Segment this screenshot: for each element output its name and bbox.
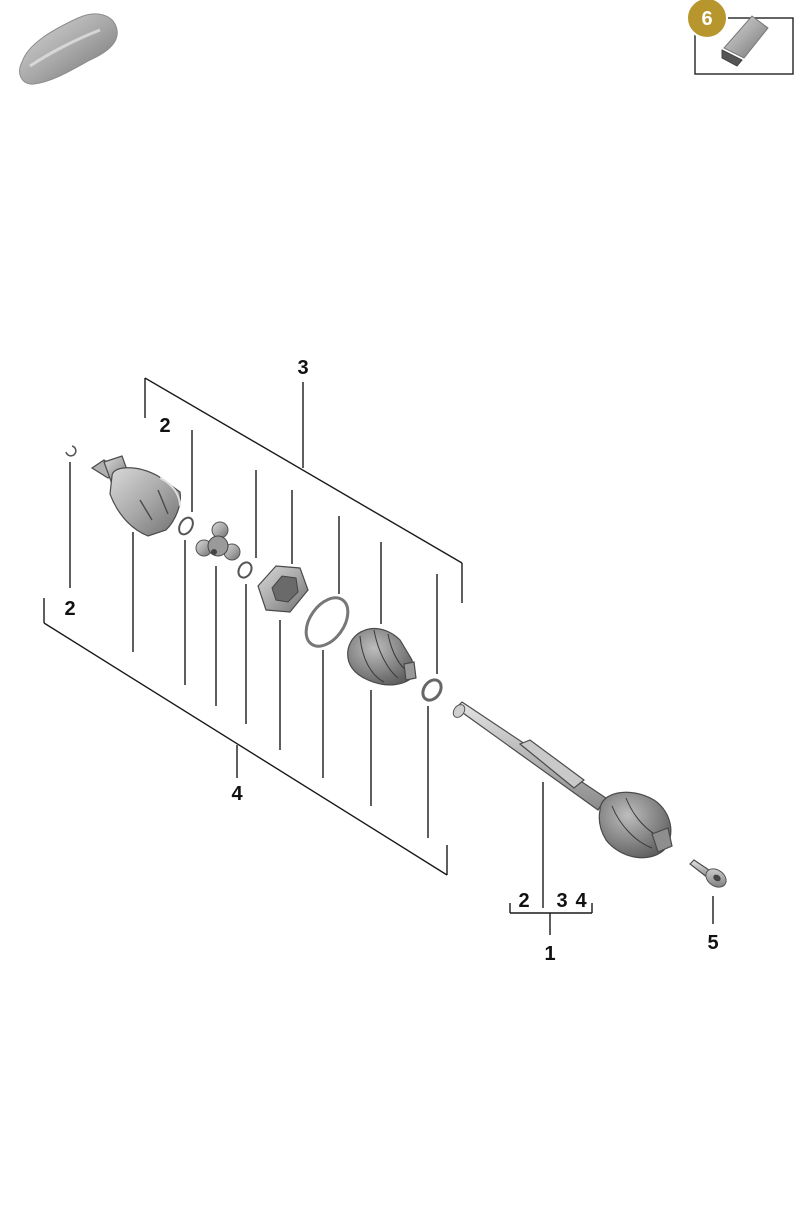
grease-tube-icon: [721, 15, 769, 67]
part-badge: 6: [686, 0, 728, 39]
circlip-small: [65, 445, 77, 457]
label-2-left: 2: [64, 598, 75, 620]
circlip-1: [178, 516, 194, 536]
car-silhouette-icon[interactable]: [19, 13, 118, 85]
drive-shaft: [452, 701, 673, 859]
joint-boot: [347, 628, 417, 686]
reference-bracket-1: [509, 903, 593, 935]
bracket-4: [43, 598, 448, 876]
o-ring: [304, 596, 350, 648]
ref-label-2: 2: [518, 890, 529, 912]
label-5: 5: [707, 932, 718, 954]
boot-clamp: [421, 678, 443, 702]
cv-housing-outer: [90, 455, 181, 537]
bracket-3: [144, 377, 463, 603]
label-4: 4: [231, 783, 243, 805]
tripod-spider: [195, 521, 241, 561]
ref-label-3: 3: [556, 890, 567, 912]
label-3: 3: [297, 357, 308, 379]
grease-tube-box[interactable]: 6: [686, 0, 794, 75]
label-2-top: 2: [159, 415, 170, 437]
ref-label-4: 4: [575, 890, 587, 912]
badge-number: 6: [701, 8, 712, 30]
circlip-2: [237, 561, 253, 579]
hex-sleeve: [257, 565, 309, 613]
bolt: [689, 859, 727, 888]
label-1: 1: [544, 943, 555, 965]
